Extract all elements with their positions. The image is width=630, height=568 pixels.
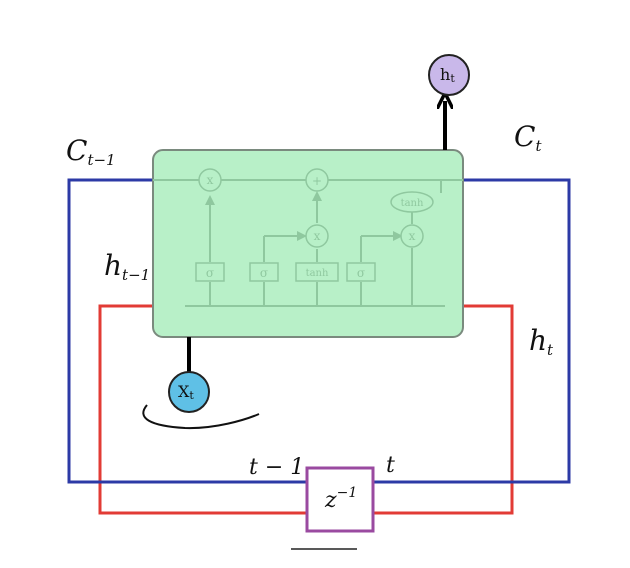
- mul1-label: x: [207, 173, 214, 187]
- cell-state-loop-line: [67, 178, 571, 484]
- input-multiply-node: [305, 224, 329, 248]
- cell-state-curr-label: Ct: [514, 120, 542, 155]
- hidden-state-prev-label: ht−1: [104, 249, 150, 284]
- cell-internal-wiring: [153, 179, 463, 307]
- delay-label: z−1: [324, 485, 357, 513]
- output-node: [428, 54, 470, 96]
- output-gate-box: [346, 262, 376, 282]
- candidate-gate-label: tanh: [306, 268, 329, 279]
- cell-state-prev-label: Ct−1: [66, 134, 116, 169]
- forget-gate-label: σ: [206, 266, 214, 280]
- cell-op-nodes: [195, 168, 434, 282]
- time-prev-label: t − 1: [249, 455, 304, 480]
- cell-add-node: [305, 168, 329, 192]
- hidden-state-curr-label: ht: [529, 324, 554, 359]
- input-gate-box: [249, 262, 279, 282]
- forget-multiply-node: [198, 168, 222, 192]
- output-multiply-node: [400, 224, 424, 248]
- input-gate-label: σ: [260, 266, 268, 280]
- input-node: [168, 371, 210, 413]
- mul3-label: x: [409, 229, 416, 243]
- output-node-label: ht: [440, 65, 455, 85]
- add-label: +: [312, 174, 322, 188]
- candidate-gate-box: [295, 262, 339, 282]
- output-tanh-node: [390, 191, 434, 213]
- hand-drawn-stroke: [142, 404, 260, 430]
- forget-gate-box: [195, 262, 225, 282]
- output-gate-label: σ: [357, 266, 365, 280]
- hidden-state-loop-line: [98, 304, 514, 515]
- tanh-out-label: tanh: [401, 198, 424, 209]
- input-node-label: Xt: [178, 382, 194, 402]
- delay-box: [305, 466, 375, 533]
- mul2-label: x: [314, 229, 321, 243]
- time-curr-label: t: [386, 453, 395, 478]
